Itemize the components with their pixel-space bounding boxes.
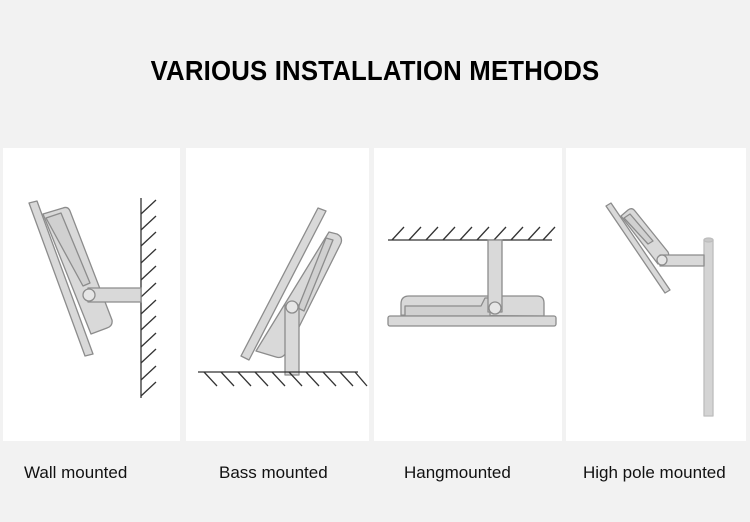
panel-hang-mounted (374, 148, 562, 441)
wall-mount-diagram-icon (28, 198, 157, 398)
caption-wall-mounted: Wall mounted (24, 463, 128, 482)
caption-base-mounted: Bass mounted (219, 463, 328, 482)
pole-mount-diagram-icon (605, 202, 714, 417)
page-title: VARIOUS INSTALLATION METHODS (150, 55, 600, 86)
panel-wall-mounted (3, 148, 180, 441)
hang-mount-diagram-icon (387, 226, 557, 327)
base-mount-diagram-icon (198, 207, 368, 387)
caption-pole-mounted: High pole mounted (583, 463, 726, 482)
panel-pole-mounted (566, 148, 746, 441)
panel-base-mounted (186, 148, 369, 441)
caption-hang-mounted: Hangmounted (404, 463, 511, 482)
